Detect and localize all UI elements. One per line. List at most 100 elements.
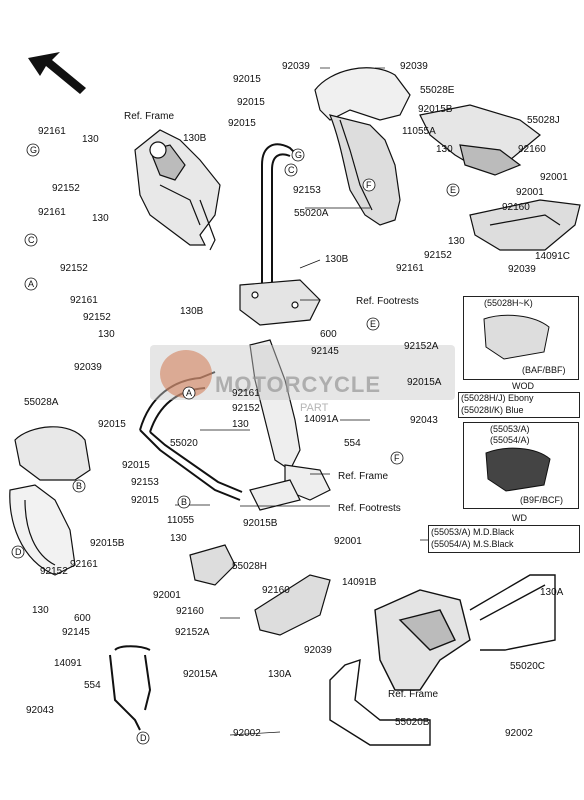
part-label: 92160 bbox=[518, 144, 546, 155]
leader-lines bbox=[175, 67, 455, 736]
part-label: 92015B bbox=[243, 518, 278, 529]
part-label: 92002 bbox=[505, 728, 533, 739]
cowl-variant-icon bbox=[483, 314, 550, 360]
ref-frame-label: Ref. Frame bbox=[388, 689, 439, 700]
part-label: 92043 bbox=[26, 705, 54, 716]
part-label: 130B bbox=[325, 254, 349, 265]
part-label: 130 bbox=[232, 419, 249, 430]
variant-row: (55028I/K) Blue bbox=[461, 405, 524, 415]
front-direction-arrow-icon bbox=[28, 52, 86, 94]
callout-D-letter: D bbox=[140, 733, 147, 743]
callout-A-letter: A bbox=[28, 279, 35, 289]
part-label: 92015B bbox=[418, 104, 453, 115]
part-label: 130 bbox=[436, 144, 453, 155]
rear-frame-assembly-drawing bbox=[329, 574, 556, 746]
part-label: 92161 bbox=[38, 126, 66, 137]
variant-box-footer: (B9F/BCF) bbox=[520, 495, 564, 505]
part-label: 92002 bbox=[233, 728, 261, 739]
part-label: 92015 bbox=[131, 495, 159, 506]
part-label: 92015 bbox=[228, 118, 256, 129]
part-label: 92160 bbox=[176, 606, 204, 617]
part-label: 92043 bbox=[410, 415, 438, 426]
part-label: 92161 bbox=[396, 263, 424, 274]
part-label: 92039 bbox=[304, 645, 332, 656]
part-label: 92001 bbox=[540, 172, 568, 183]
part-label: 92160 bbox=[502, 202, 530, 213]
variant-box-header: (55028H~K) bbox=[484, 298, 533, 308]
callout-E-letter: E bbox=[370, 319, 377, 329]
variant-box-wod bbox=[463, 296, 579, 380]
support-14091-drawing bbox=[109, 645, 152, 731]
part-label: 55028A bbox=[24, 397, 59, 408]
part-label: 130 bbox=[98, 329, 115, 340]
callout-E-letter: E bbox=[450, 185, 457, 195]
left-fairing-55028A-drawing bbox=[9, 426, 91, 576]
callout-F-letter: F bbox=[394, 453, 400, 463]
part-label: 92039 bbox=[400, 61, 428, 72]
part-label: 92015A bbox=[183, 669, 218, 680]
part-label: 130B bbox=[183, 133, 207, 144]
part-label: 92015 bbox=[98, 419, 126, 430]
variant-box-header: (55053/A) bbox=[490, 424, 530, 434]
part-label: 600 bbox=[74, 613, 91, 624]
part-label: 92015B bbox=[90, 538, 125, 549]
part-label: 55028H bbox=[232, 561, 268, 572]
part-label: 600 bbox=[320, 329, 337, 340]
part-label: 92152 bbox=[52, 183, 80, 194]
variant-table-wd bbox=[428, 525, 580, 553]
part-label: 92161 bbox=[70, 295, 98, 306]
variant-row: (55054/A) M.S.Black bbox=[431, 539, 514, 549]
watermark-subtext: PART bbox=[300, 402, 329, 414]
part-label: 92152 bbox=[60, 263, 88, 274]
ref-frame-label: Ref. Frame bbox=[124, 111, 175, 122]
part-label: 92152 bbox=[40, 566, 68, 577]
callout-G-letter: G bbox=[30, 145, 38, 155]
part-label: 92160 bbox=[262, 585, 290, 596]
part-label: 92015 bbox=[122, 460, 150, 471]
part-label: 55028E bbox=[420, 85, 455, 96]
lower-cowl-drawing bbox=[189, 544, 331, 636]
part-label: 92145 bbox=[311, 346, 339, 357]
footrest-bracket-top-drawing bbox=[239, 279, 321, 326]
ref-frame-label: Ref. Frame bbox=[338, 471, 389, 482]
cowl-variant-icon bbox=[485, 447, 551, 492]
part-label: 92015 bbox=[233, 74, 261, 85]
part-label: 55020B bbox=[395, 717, 430, 728]
part-label: 92152 bbox=[83, 312, 111, 323]
callout-D-letter: D bbox=[15, 547, 22, 557]
part-label: 14091B bbox=[342, 577, 377, 588]
part-label: 92153 bbox=[131, 477, 159, 488]
part-label: 130 bbox=[92, 213, 109, 224]
part-label: 92015 bbox=[237, 97, 265, 108]
part-label: 92152 bbox=[424, 250, 452, 261]
center-frame-drawing bbox=[249, 339, 331, 511]
part-label: 14091 bbox=[54, 658, 82, 669]
part-label: 92161 bbox=[38, 207, 66, 218]
part-label: 554 bbox=[84, 680, 101, 691]
part-label: 92039 bbox=[508, 264, 536, 275]
part-label: 92015A bbox=[407, 377, 442, 388]
part-label: 130 bbox=[170, 533, 187, 544]
variant-row: (55053/A) M.D.Black bbox=[431, 527, 515, 537]
callout-A-letter: A bbox=[186, 388, 193, 398]
callout-G-letter: G bbox=[295, 150, 303, 160]
part-label: 92001 bbox=[153, 590, 181, 601]
variant-title: WOD bbox=[512, 381, 534, 391]
part-label: 11055 bbox=[167, 515, 195, 526]
part-label: 55020A bbox=[294, 208, 329, 219]
part-label: 92039 bbox=[282, 61, 310, 72]
variant-table-wod bbox=[458, 392, 580, 418]
part-label: 92001 bbox=[516, 187, 544, 198]
part-label: 55020C bbox=[510, 661, 546, 672]
variant-title: WD bbox=[512, 513, 527, 523]
variant-box-footer: (BAF/BBF) bbox=[522, 365, 566, 375]
part-label: 14091A bbox=[304, 414, 339, 425]
callout-B-letter: B bbox=[76, 481, 83, 491]
part-label: 92152A bbox=[404, 341, 439, 352]
part-label: 55020 bbox=[170, 438, 198, 449]
guard-bar-55020A-drawing bbox=[261, 143, 301, 285]
part-label: 11055A bbox=[402, 126, 436, 137]
variant-box-wd bbox=[463, 422, 579, 509]
callout-C-letter: C bbox=[288, 165, 295, 175]
